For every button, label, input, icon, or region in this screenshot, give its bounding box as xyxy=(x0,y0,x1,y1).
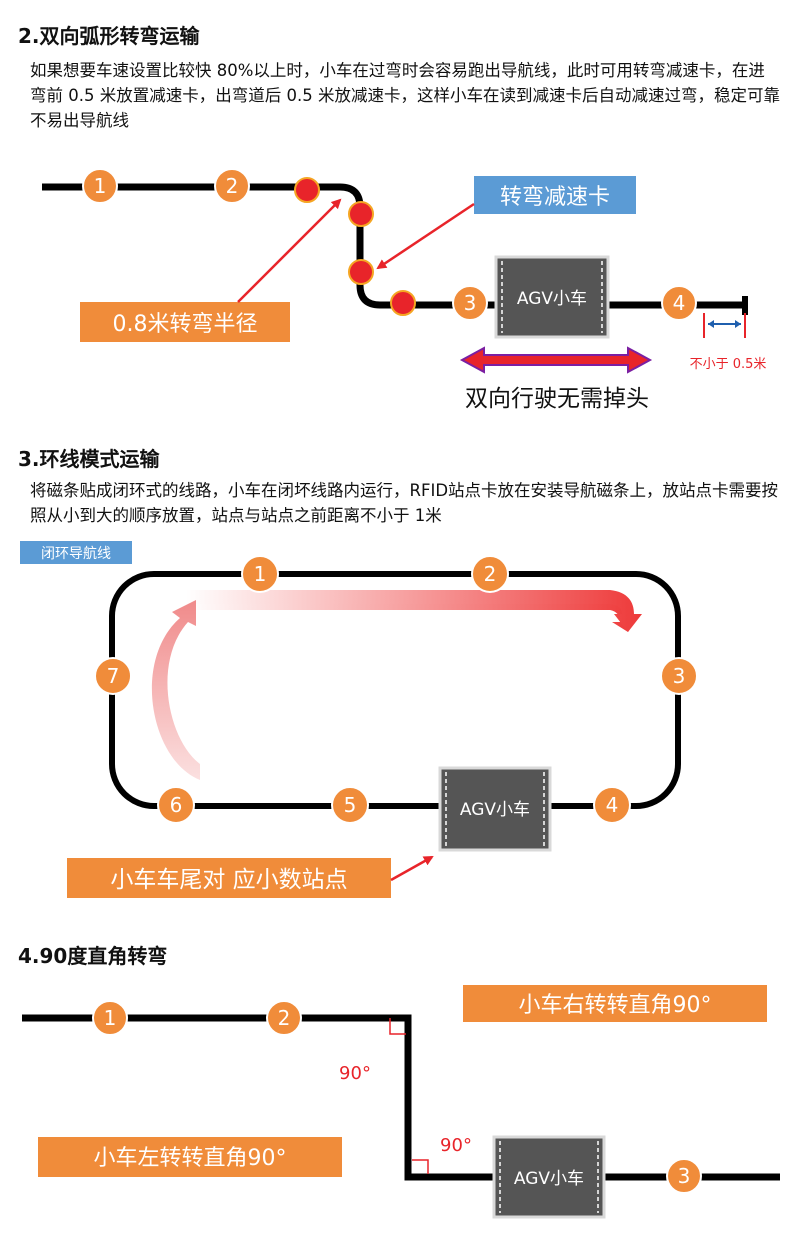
loop-node-6: 6 xyxy=(157,786,195,824)
direction-label: 双向行驶无需掉头 xyxy=(465,386,649,412)
loop-node-4: 4 xyxy=(593,786,631,824)
loop-node-2: 2 xyxy=(471,555,509,593)
section-3-description: 将磁条贴成闭环式的线路，小车在闭坏线路内运行，RFID站点卡放在安装导航磁条上，… xyxy=(30,481,779,525)
svg-text:2: 2 xyxy=(484,562,497,586)
slowdown-card-label: 转弯减速卡 xyxy=(500,185,610,210)
svg-text:AGV小车: AGV小车 xyxy=(514,1169,584,1189)
section-4-title: 4.90度直角转弯 xyxy=(18,944,168,968)
svg-text:1: 1 xyxy=(254,562,267,586)
svg-text:1: 1 xyxy=(94,174,107,198)
section-3-diagram: 闭环导航线 1 2 3 4 5 6 7 AGV小车 小车车尾对 应小数站点 xyxy=(20,541,698,898)
loop-node-7: 7 xyxy=(94,657,132,695)
agv-vehicle: AGV小车 xyxy=(438,766,552,852)
loop-tag: 闭环导航线 xyxy=(41,546,111,562)
svg-text:7: 7 xyxy=(107,664,120,688)
angle-label-bottom: 90° xyxy=(440,1135,472,1156)
bidirectional-arrow xyxy=(459,346,653,374)
svg-text:5: 5 xyxy=(344,793,357,817)
agv-vehicle: AGV小车 xyxy=(494,255,610,339)
svg-text:AGV小车: AGV小车 xyxy=(517,289,587,309)
radius-label: 0.8米转弯半径 xyxy=(113,312,258,337)
min-distance-label: 不小于 0.5米 xyxy=(690,357,767,372)
svg-text:2: 2 xyxy=(278,1006,291,1030)
section-4-diagram: 小车右转转直角90° 90° 90° 1 2 3 小车左转转直角90° AGV小… xyxy=(22,985,780,1219)
station-node-1: 1 xyxy=(92,1000,128,1036)
station-node-3: 3 xyxy=(452,285,488,321)
svg-text:6: 6 xyxy=(170,793,183,817)
right-turn-label: 小车右转转直角90° xyxy=(519,993,712,1018)
section-2-diagram: 1 2 3 4 AGV小车 转弯减速卡 0.8米转弯半径 不小于 0.5米 双向… xyxy=(42,168,767,412)
loop-node-3: 3 xyxy=(660,657,698,695)
slowdown-card-dot xyxy=(294,177,320,203)
section-3-title: 3.环线模式运输 xyxy=(18,447,160,471)
curved-track xyxy=(42,183,746,309)
svg-text:2: 2 xyxy=(226,174,239,198)
slowdown-card-dot xyxy=(348,201,374,227)
svg-text:4: 4 xyxy=(673,291,686,315)
tail-station-callout: 小车车尾对 应小数站点 xyxy=(110,867,347,893)
angle-label-top: 90° xyxy=(339,1063,371,1084)
svg-text:1: 1 xyxy=(104,1006,117,1030)
svg-text:AGV小车: AGV小车 xyxy=(460,800,530,820)
left-turn-label: 小车左转转直角90° xyxy=(94,1146,287,1171)
section-2-description: 如果想要车速设置比较快 80%以上时，小车在过弯时会容易跑出导航线，此时可用转弯… xyxy=(30,61,780,130)
svg-text:3: 3 xyxy=(678,1164,691,1188)
station-node-2: 2 xyxy=(214,168,250,204)
agv-vehicle: AGV小车 xyxy=(492,1135,606,1219)
svg-text:4: 4 xyxy=(606,793,619,817)
loop-node-1: 1 xyxy=(241,555,279,593)
station-node-4: 4 xyxy=(661,285,697,321)
slowdown-card-dot xyxy=(348,259,374,285)
svg-text:3: 3 xyxy=(673,664,686,688)
svg-text:3: 3 xyxy=(464,291,477,315)
section-2-title: 2.双向弧形转弯运输 xyxy=(18,24,200,48)
station-node-2: 2 xyxy=(266,1000,302,1036)
station-node-3: 3 xyxy=(666,1158,702,1194)
loop-node-5: 5 xyxy=(331,786,369,824)
slowdown-card-dot xyxy=(390,290,416,316)
station-node-1: 1 xyxy=(82,168,118,204)
